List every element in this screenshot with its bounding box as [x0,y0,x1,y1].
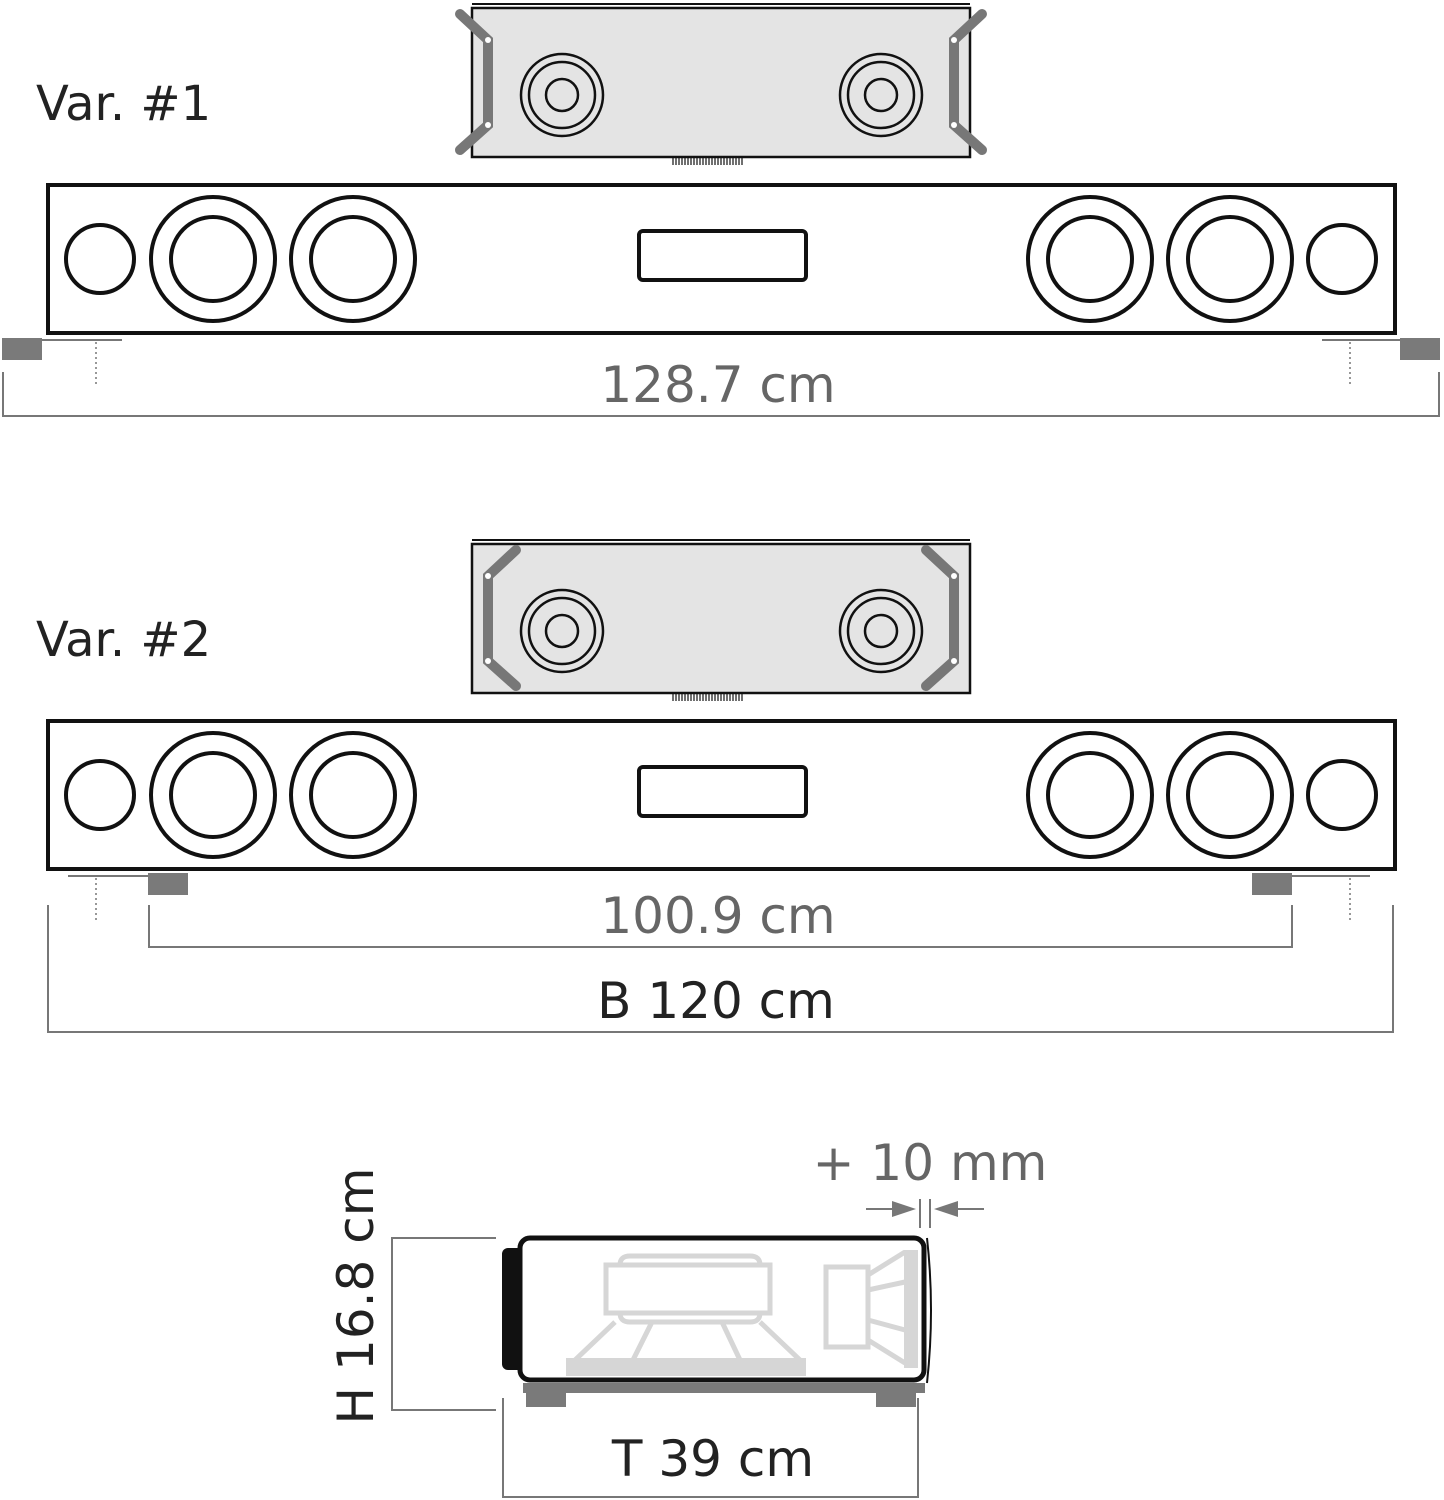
internal-driver-outline [566,1249,918,1376]
dimension-128-7: 128.7 cm [600,356,835,414]
subwoofer-top-view [455,3,987,166]
subwoofer-top-view [470,539,972,702]
dimension-100-9: 100.9 cm [600,887,835,945]
side-view: H 16.8 cm T 39 cm + 10 mm [327,1134,1048,1498]
bracket-left [455,9,493,155]
height-dimension: H 16.8 cm [327,1168,385,1425]
depth-dimension-line [502,1398,919,1498]
bracket-right [949,9,987,155]
bracket-left [483,545,521,691]
feet [2,338,1440,384]
variant-2: Var. #2 100.9 cm B 120 cm [36,539,1397,1033]
feet [68,873,1370,920]
variant-2-label: Var. #2 [36,612,211,668]
depth-dimension: T 39 cm [611,1430,814,1488]
dimension-line-100 [148,905,1293,948]
bracket-right [921,545,959,691]
grille-offset-dimension: + 10 mm [813,1134,1048,1192]
offset-arrows [866,1199,984,1228]
variant-1-label: Var. #1 [36,76,211,132]
variant-1: Var. #1 128.7 cm [2,3,1440,417]
soundbar-front-view [46,719,1397,871]
height-dimension-line [391,1237,496,1411]
dimension-line-128 [2,372,1440,417]
dimension-line-120 [47,905,1394,1033]
soundbar-front-view [46,183,1397,335]
dimension-b-120: B 120 cm [597,972,835,1030]
